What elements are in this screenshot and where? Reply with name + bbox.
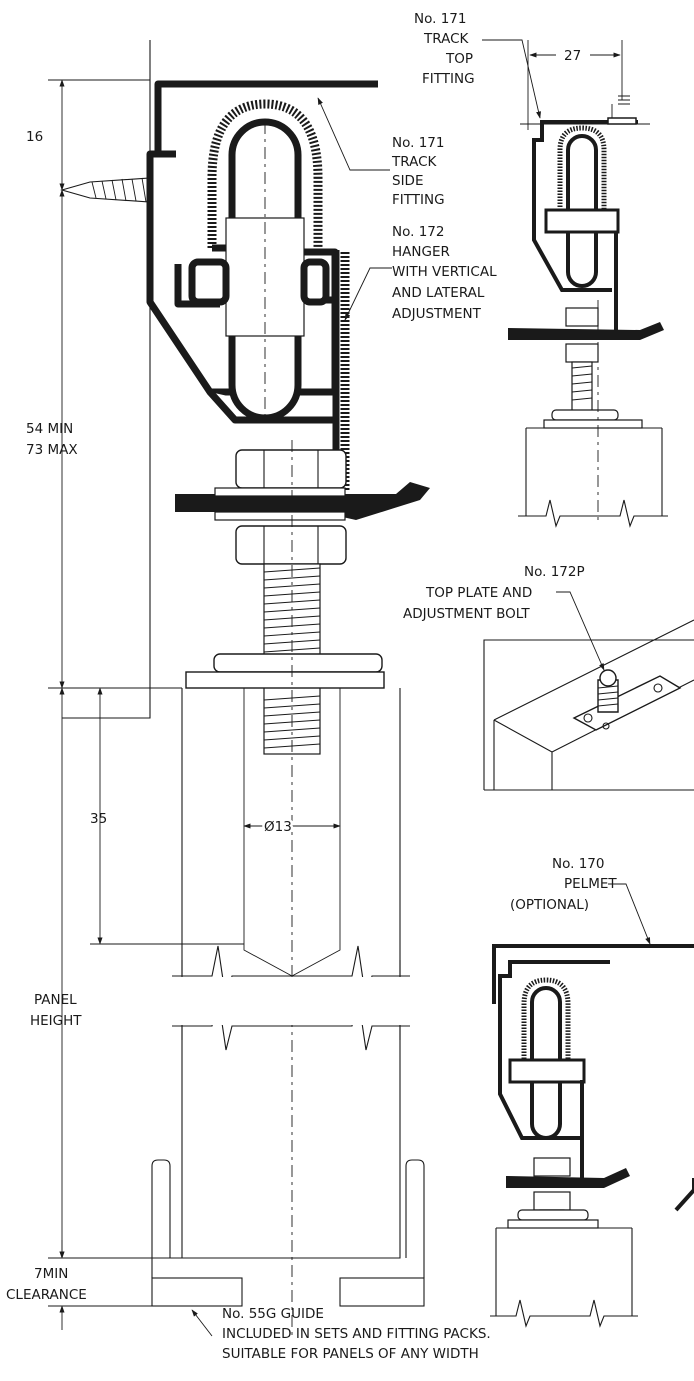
top-nut [235,449,347,489]
dim-73-max: 73 MAX [26,442,78,458]
dimensions [48,79,341,1330]
top-plate-drawing [572,675,682,731]
hanger-4: AND LATERAL [392,285,485,301]
hanger-5: ADJUSTMENT [392,306,482,322]
dim-54-min: 54 MIN [26,421,73,437]
main-labels: 16 54 MIN 73 MAX 35 PANEL HEIGHT 7MIN CL… [6,129,497,1362]
top-plate-view: No. 172P TOP PLATE AND ADJUSTMENT BOLT [403,564,694,791]
guide-3: SUITABLE FOR PANELS OF ANY WIDTH [222,1346,479,1362]
guide-2: INCLUDED IN SETS AND FITTING PACKS. [222,1326,491,1342]
track-top-fitting-view: No. 171 TRACK TOP FITTING 27 [414,11,668,528]
floor-guide [151,1159,425,1307]
side-fitting-3: SIDE [392,173,423,189]
side-fitting-1: No. 171 [392,135,444,151]
dia-13: Ø13 [264,819,292,835]
top-plate-2: TOP PLATE AND [425,585,532,601]
side-fitting-4: FITTING [392,192,445,208]
clearance-1: 7MIN [34,1266,68,1282]
leader-side-fitting [317,97,390,171]
wall-line [62,40,151,719]
guide-1: No. 55G GUIDE [222,1306,324,1322]
main-section-view [48,40,430,1340]
dim-27: 27 [564,48,581,64]
top-fitting-2: TRACK [423,31,470,47]
dim-16: 16 [26,129,43,145]
pelmet-1: No. 170 [552,856,604,872]
hanger-plate [175,482,430,520]
side-fitting-2: TRACK [391,154,438,170]
top-plate-3: ADJUSTMENT BOLT [403,606,530,622]
dim-35: 35 [90,811,107,827]
leader-guide [191,1309,213,1337]
wheel-housing [207,99,323,248]
pelmet-view: No. 170 PELMET (OPTIONAL) [490,856,694,1328]
lower-nut [235,525,347,565]
hanger-2: HANGER [392,244,450,260]
top-fitting-3: TOP [445,51,473,67]
top-plate [213,653,383,673]
panel-height-1: PANEL [34,992,77,1008]
clearance-2: CLEARANCE [6,1287,87,1303]
pelmet-2: PELMET [564,876,617,892]
door-panel [181,688,401,1259]
top-fitting-4: FITTING [422,71,475,87]
top-plate-1: No. 172P [524,564,585,580]
top-fitting-1: No. 171 [414,11,466,27]
panel-height-2: HEIGHT [30,1013,82,1029]
leader-hanger [344,267,392,321]
hanger-1: No. 172 [392,224,444,240]
pelmet-3: (OPTIONAL) [510,897,589,913]
hanger-3: WITH VERTICAL [392,264,497,280]
